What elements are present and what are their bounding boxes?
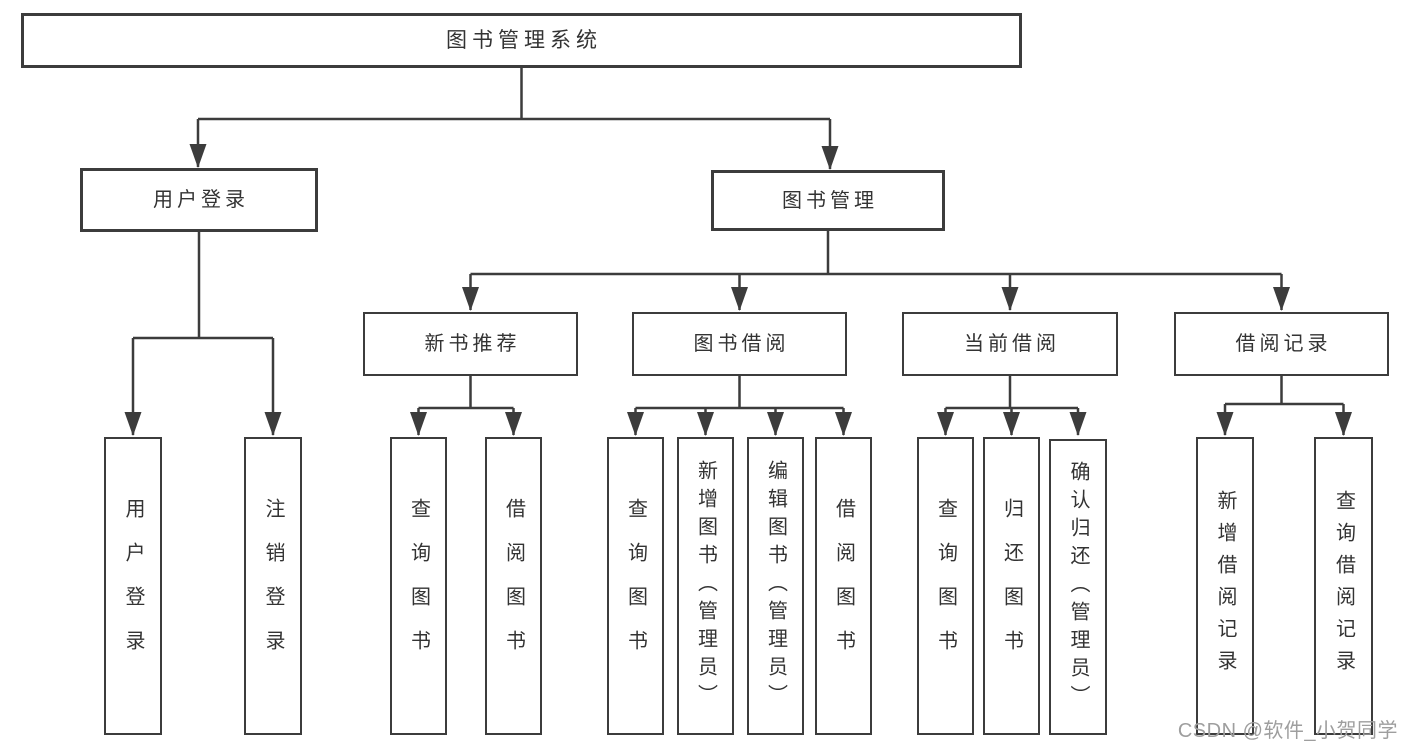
leaf-current-confirm-return-admin: 确认归还（管理员） (1049, 439, 1107, 735)
node-new-book-recommend: 新书推荐 (363, 312, 578, 376)
connector-trunk-lines (133, 68, 1344, 410)
node-library-management-system: 图书管理系统 (21, 13, 1022, 68)
leaf-borrow-add-book-admin: 新增图书（管理员） (677, 437, 734, 735)
leaf-newbook-query-book: 查询图书 (390, 437, 447, 735)
connector-arrow-lines (124, 119, 1352, 436)
node-borrow-records: 借阅记录 (1174, 312, 1389, 376)
node-user-login: 用户登录 (80, 168, 318, 232)
leaf-newbook-borrow-book: 借阅图书 (485, 437, 542, 735)
leaf-borrow-query-book: 查询图书 (607, 437, 664, 735)
node-book-management: 图书管理 (711, 170, 945, 231)
leaf-logout: 注销登录 (244, 437, 302, 735)
leaf-record-add-borrow-record: 新增借阅记录 (1196, 437, 1254, 735)
leaf-record-query-borrow-record: 查询借阅记录 (1314, 437, 1373, 735)
leaf-current-query-book: 查询图书 (917, 437, 974, 735)
node-book-borrow: 图书借阅 (632, 312, 847, 376)
leaf-borrow-edit-book-admin: 编辑图书（管理员） (747, 437, 804, 735)
leaf-user-login: 用户登录 (104, 437, 162, 735)
leaf-borrow-borrow-book: 借阅图书 (815, 437, 872, 735)
leaf-current-return-book: 归还图书 (983, 437, 1040, 735)
watermark-text: CSDN @软件_小贺同学 (1177, 720, 1398, 742)
node-current-borrow: 当前借阅 (902, 312, 1118, 376)
